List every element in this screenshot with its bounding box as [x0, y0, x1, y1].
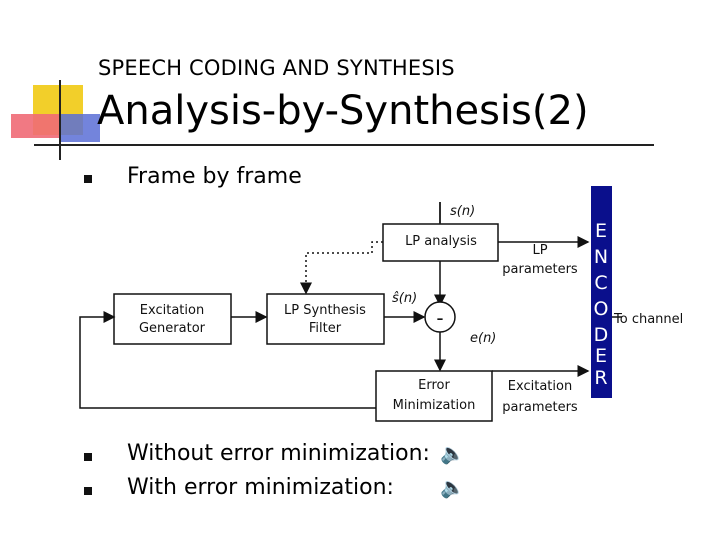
signal-label-s-n: s(n): [450, 204, 475, 219]
encoder-box: [591, 186, 612, 398]
title-underline: [34, 144, 654, 146]
decorative-red-bar: [11, 114, 61, 138]
lp-synthesis-filter-label: LP Synthesis: [284, 303, 366, 318]
bullet-marker: [84, 175, 92, 183]
signal-label-e-n: e(n): [470, 331, 496, 346]
lp-analysis-label: LP analysis: [405, 234, 477, 249]
excitation-parameters-label: parameters: [502, 400, 578, 415]
bullet-marker: [84, 453, 92, 461]
encoder-letter: C: [594, 272, 607, 294]
excitation-parameters-label: Excitation: [508, 379, 572, 394]
lp-synthesis-filter-block: [266, 293, 385, 345]
error-minimization-label: Minimization: [393, 398, 476, 413]
excitation-generator-label: Generator: [139, 321, 206, 336]
speaker-icon[interactable]: 🔈: [440, 441, 465, 465]
bullet-with-error-minimization: With error minimization:: [127, 475, 394, 500]
lp-parameters-label: LP: [532, 243, 547, 258]
to-channel-label: To channel: [613, 312, 683, 327]
error-minimization-label: Error: [418, 378, 450, 393]
encoder-letter: O: [594, 298, 609, 320]
encoder-letter: E: [595, 345, 607, 367]
feedback-loop-line: [79, 311, 376, 409]
lp-coefficients-dotted-line: [300, 241, 383, 295]
encoder-letter: D: [594, 324, 609, 346]
encoder-letter: N: [594, 246, 608, 268]
summing-junction-sign: -: [436, 306, 443, 330]
speaker-icon[interactable]: 🔈: [440, 475, 465, 499]
encoder-letter: E: [595, 220, 607, 242]
lp-synthesis-filter-label: Filter: [309, 321, 342, 336]
decorative-blue-bar: [60, 114, 100, 142]
bullet-marker: [84, 487, 92, 495]
encoder-letter: R: [594, 367, 607, 389]
lp-parameters-label: parameters: [502, 262, 578, 277]
bullet-without-error-minimization: Without error minimization:: [127, 441, 430, 466]
slide-title: Analysis-by-Synthesis(2): [97, 88, 589, 134]
slide-subtitle: SPEECH CODING AND SYNTHESIS: [98, 56, 455, 80]
excitation-generator-label: Excitation: [140, 303, 204, 318]
bullet-frame-by-frame: Frame by frame: [127, 164, 302, 189]
excitation-generator-block: [113, 293, 232, 345]
signal-label-s-hat-n: ŝ(n): [392, 291, 417, 306]
decorative-vertical-line: [59, 80, 61, 160]
error-minimization-block: [375, 370, 493, 422]
